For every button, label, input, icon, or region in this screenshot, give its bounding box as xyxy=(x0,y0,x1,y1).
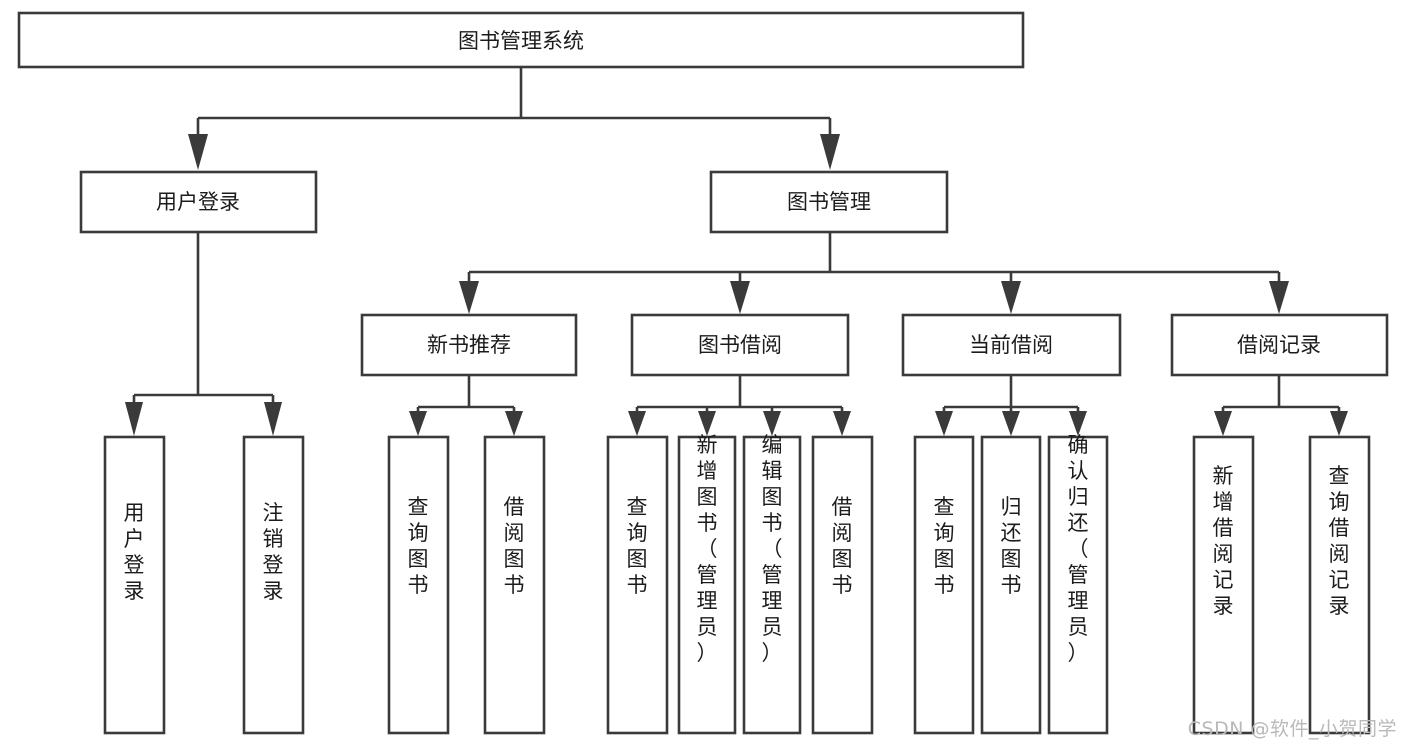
node-book-borrow[interactable]: 图书借阅 xyxy=(630,313,850,377)
node-current-borrow[interactable]: 当前借阅 xyxy=(901,313,1122,377)
node-leaf-user-login-1-label: 用户登录 xyxy=(124,501,145,603)
node-root-box[interactable] xyxy=(17,11,1025,69)
node-user-login[interactable]: 用户登录 xyxy=(79,170,318,234)
node-new-book-recommend-label: 新书推荐 xyxy=(427,333,511,357)
node-root-label: 图书管理系统 xyxy=(458,29,584,53)
node-leaf-user-login-1[interactable]: 用户登录 xyxy=(103,435,166,735)
node-leaf-user-login-2-box[interactable] xyxy=(242,435,305,735)
arrow-head-user-login-leaf-1 xyxy=(125,402,143,436)
arrow-head-new-book-leaf-2 xyxy=(505,411,523,436)
node-leaf-new-book-2[interactable]: 借阅图书 xyxy=(483,435,546,735)
node-leaf-book-borrow-2-label: 新增图书（管理员） xyxy=(697,433,718,665)
node-user-login-label: 用户登录 xyxy=(156,190,240,214)
node-leaf-current-borrow-3[interactable]: 确认归还（管理员） xyxy=(1047,433,1109,735)
node-book-manage-box[interactable] xyxy=(709,170,949,234)
node-leaf-book-borrow-1-box[interactable] xyxy=(606,435,669,735)
node-root[interactable]: 图书管理系统 xyxy=(17,11,1025,69)
arrow-head-book-borrow-leaf-4 xyxy=(833,411,851,436)
node-leaf-borrow-record-1[interactable]: 新增借阅记录 xyxy=(1192,435,1255,735)
node-book-borrow-label: 图书借阅 xyxy=(698,333,782,357)
node-current-borrow-box[interactable] xyxy=(901,313,1122,377)
arrow-head-new-book-leaf-1 xyxy=(409,411,427,436)
node-leaf-book-borrow-2[interactable]: 新增图书（管理员） xyxy=(677,433,737,735)
node-leaf-borrow-record-1-label: 新增借阅记录 xyxy=(1213,464,1234,618)
arrow-head-current-borrow xyxy=(1001,281,1021,314)
node-leaf-current-borrow-1-box[interactable] xyxy=(913,435,975,735)
node-leaf-book-borrow-3[interactable]: 编辑图书（管理员） xyxy=(742,433,802,735)
node-leaf-current-borrow-1-label: 查询图书 xyxy=(934,495,955,597)
node-leaf-book-borrow-4[interactable]: 借阅图书 xyxy=(811,435,874,735)
node-leaf-new-book-2-box[interactable] xyxy=(483,435,546,735)
connector-layer xyxy=(125,67,1348,436)
node-leaf-book-borrow-2-box[interactable] xyxy=(677,435,737,735)
node-leaf-new-book-2-label: 借阅图书 xyxy=(504,495,525,597)
node-leaf-current-borrow-3-box[interactable] xyxy=(1047,435,1109,735)
node-leaf-book-borrow-3-label: 编辑图书（管理员） xyxy=(762,433,783,665)
node-leaf-borrow-record-1-box[interactable] xyxy=(1192,435,1255,735)
node-book-manage[interactable]: 图书管理 xyxy=(709,170,949,234)
node-leaf-new-book-1-box[interactable] xyxy=(387,435,450,735)
node-leaf-current-borrow-2-box[interactable] xyxy=(980,435,1042,735)
arrow-head-user-login-leaf-2 xyxy=(264,402,282,436)
arrow-head-book-borrow-leaf-2 xyxy=(698,411,716,436)
arrow-head-user-login xyxy=(188,134,208,170)
arrow-head-book-borrow xyxy=(730,281,750,314)
node-leaf-borrow-record-2[interactable]: 查询借阅记录 xyxy=(1308,435,1371,735)
node-book-borrow-box[interactable] xyxy=(630,313,850,377)
arrow-head-book-borrow-leaf-1 xyxy=(628,411,646,436)
node-leaf-user-login-2[interactable]: 注销登录 xyxy=(242,435,305,735)
node-leaf-current-borrow-1[interactable]: 查询图书 xyxy=(913,435,975,735)
node-leaf-borrow-record-2-label: 查询借阅记录 xyxy=(1329,464,1350,618)
node-new-book-recommend-box[interactable] xyxy=(360,313,578,377)
node-leaf-book-borrow-1-label: 查询图书 xyxy=(627,495,648,597)
node-leaf-current-borrow-3-label: 确认归还（管理员） xyxy=(1068,433,1089,665)
node-leaf-book-borrow-4-label: 借阅图书 xyxy=(832,495,853,597)
arrow-head-book-manage xyxy=(820,134,840,170)
csdn-watermark: CSDN @软件_小贺同学 xyxy=(1187,718,1397,740)
node-borrow-record-label: 借阅记录 xyxy=(1237,333,1321,357)
node-leaf-new-book-1-label: 查询图书 xyxy=(408,495,429,597)
arrow-head-book-borrow-leaf-3 xyxy=(763,411,781,436)
node-current-borrow-label: 当前借阅 xyxy=(969,333,1053,357)
arrow-head-borrow-record xyxy=(1269,281,1289,314)
arrow-head-borrow-record-leaf-2 xyxy=(1330,411,1348,436)
arrow-head-current-borrow-leaf-1 xyxy=(935,411,953,436)
node-user-login-box[interactable] xyxy=(79,170,318,234)
node-leaf-current-borrow-2[interactable]: 归还图书 xyxy=(980,435,1042,735)
node-leaf-current-borrow-2-label: 归还图书 xyxy=(1001,495,1022,597)
node-leaf-borrow-record-2-box[interactable] xyxy=(1308,435,1371,735)
node-leaf-book-borrow-1[interactable]: 查询图书 xyxy=(606,435,669,735)
node-leaf-new-book-1[interactable]: 查询图书 xyxy=(387,435,450,735)
node-leaf-user-login-1-box[interactable] xyxy=(103,435,166,735)
arrow-head-borrow-record-leaf-1 xyxy=(1214,411,1232,436)
node-leaf-book-borrow-4-box[interactable] xyxy=(811,435,874,735)
arrow-head-current-borrow-leaf-3 xyxy=(1069,411,1087,436)
arrow-head-current-borrow-leaf-2 xyxy=(1002,411,1020,436)
node-leaf-user-login-2-label: 注销登录 xyxy=(263,501,284,603)
node-borrow-record-box[interactable] xyxy=(1170,313,1389,377)
node-new-book-recommend[interactable]: 新书推荐 xyxy=(360,313,578,377)
node-book-manage-label: 图书管理 xyxy=(787,190,871,214)
node-borrow-record[interactable]: 借阅记录 xyxy=(1170,313,1389,377)
node-leaf-book-borrow-3-box[interactable] xyxy=(742,435,802,735)
arrow-head-new-book xyxy=(459,281,479,314)
